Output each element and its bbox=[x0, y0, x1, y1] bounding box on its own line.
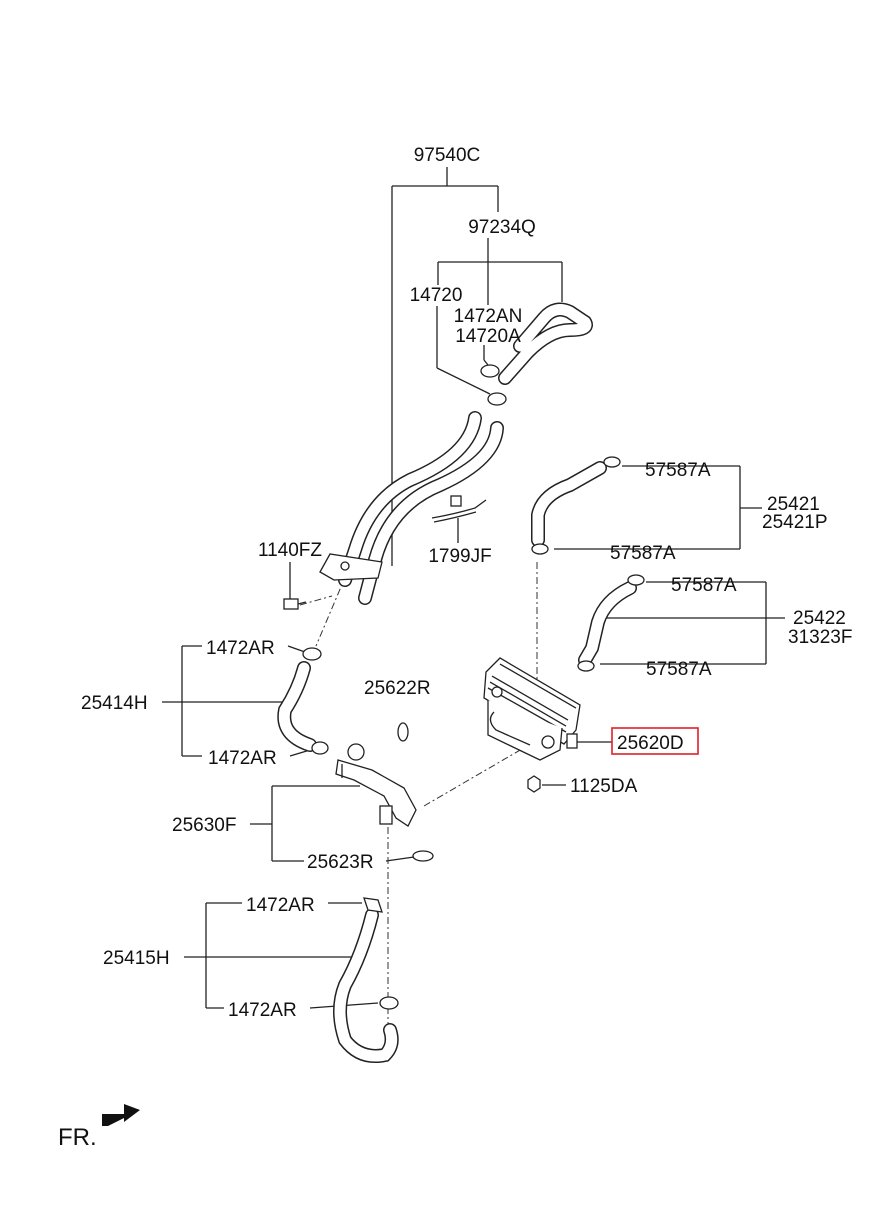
label-25422[interactable]: 25422 bbox=[793, 608, 846, 629]
highlight-box-25620d bbox=[611, 727, 699, 755]
hose-clamp-1472an bbox=[480, 364, 500, 378]
label-1472an[interactable]: 1472AN bbox=[454, 306, 523, 327]
label-97234q[interactable]: 97234Q bbox=[468, 217, 536, 238]
label-25414h[interactable]: 25414H bbox=[81, 693, 148, 714]
label-97540c[interactable]: 97540C bbox=[414, 145, 481, 166]
assembly-lines bbox=[299, 562, 538, 1025]
label-57587a-1[interactable]: 57587A bbox=[645, 460, 711, 481]
label-25421[interactable]: 25421 bbox=[767, 494, 820, 515]
fitting-25630f bbox=[335, 743, 417, 827]
hose-25422 bbox=[578, 581, 637, 667]
clamp-1472ar-4 bbox=[379, 996, 399, 1010]
label-25630f[interactable]: 25630F bbox=[172, 815, 236, 836]
clip-1799jf bbox=[431, 495, 487, 523]
o-ring-25623r bbox=[412, 850, 434, 862]
bolt-1140fz bbox=[283, 598, 307, 610]
o-ring-25622r bbox=[397, 722, 409, 742]
label-1125da[interactable]: 1125DA bbox=[570, 776, 638, 797]
label-31323f[interactable]: 31323F bbox=[788, 627, 852, 648]
front-direction-arrow-icon bbox=[102, 1104, 140, 1126]
clamp-57587a-2 bbox=[531, 543, 549, 555]
part-labels: 97540C 97234Q 14720 1472AN 14720A 57587A… bbox=[58, 145, 852, 1151]
label-1472ar-4[interactable]: 1472AR bbox=[228, 1000, 297, 1021]
clamp-1472ar-2 bbox=[311, 741, 329, 755]
clamp-57587a-1 bbox=[603, 456, 621, 468]
label-1472ar-2[interactable]: 1472AR bbox=[208, 748, 277, 769]
label-25620d[interactable]: 25620D bbox=[617, 733, 684, 754]
nut-1125da bbox=[527, 775, 541, 793]
label-1472ar-1[interactable]: 1472AR bbox=[206, 638, 275, 659]
label-57587a-4[interactable]: 57587A bbox=[646, 659, 712, 680]
label-25421p[interactable]: 25421P bbox=[762, 512, 828, 533]
label-25622r[interactable]: 25622R bbox=[364, 678, 431, 699]
label-1799jf[interactable]: 1799JF bbox=[428, 546, 491, 567]
label-1140fz[interactable]: 1140FZ bbox=[258, 540, 322, 561]
hose-clamp-14720 bbox=[487, 392, 507, 406]
label-57587a-2[interactable]: 57587A bbox=[610, 543, 676, 564]
label-14720[interactable]: 14720 bbox=[410, 285, 463, 306]
label-14720a[interactable]: 14720A bbox=[455, 326, 521, 347]
clamp-1472ar-1 bbox=[302, 647, 322, 661]
heater-pipe-assembly bbox=[319, 411, 504, 605]
oil-cooler-25620d bbox=[483, 657, 581, 761]
orientation-label: FR. bbox=[58, 1124, 97, 1151]
hose-25414h bbox=[277, 661, 317, 752]
hose-25421 bbox=[531, 461, 607, 547]
label-25623r[interactable]: 25623R bbox=[307, 852, 374, 873]
label-57587a-3[interactable]: 57587A bbox=[671, 575, 737, 596]
upper-heater-hose bbox=[498, 302, 593, 385]
label-25415h[interactable]: 25415H bbox=[103, 948, 170, 969]
label-1472ar-3[interactable]: 1472AR bbox=[246, 895, 315, 916]
clamp-57587a-4 bbox=[577, 660, 595, 672]
hose-25415h bbox=[333, 908, 399, 1063]
clamp-57587a-3 bbox=[627, 574, 645, 586]
clamp-1472ar-3 bbox=[363, 897, 383, 913]
